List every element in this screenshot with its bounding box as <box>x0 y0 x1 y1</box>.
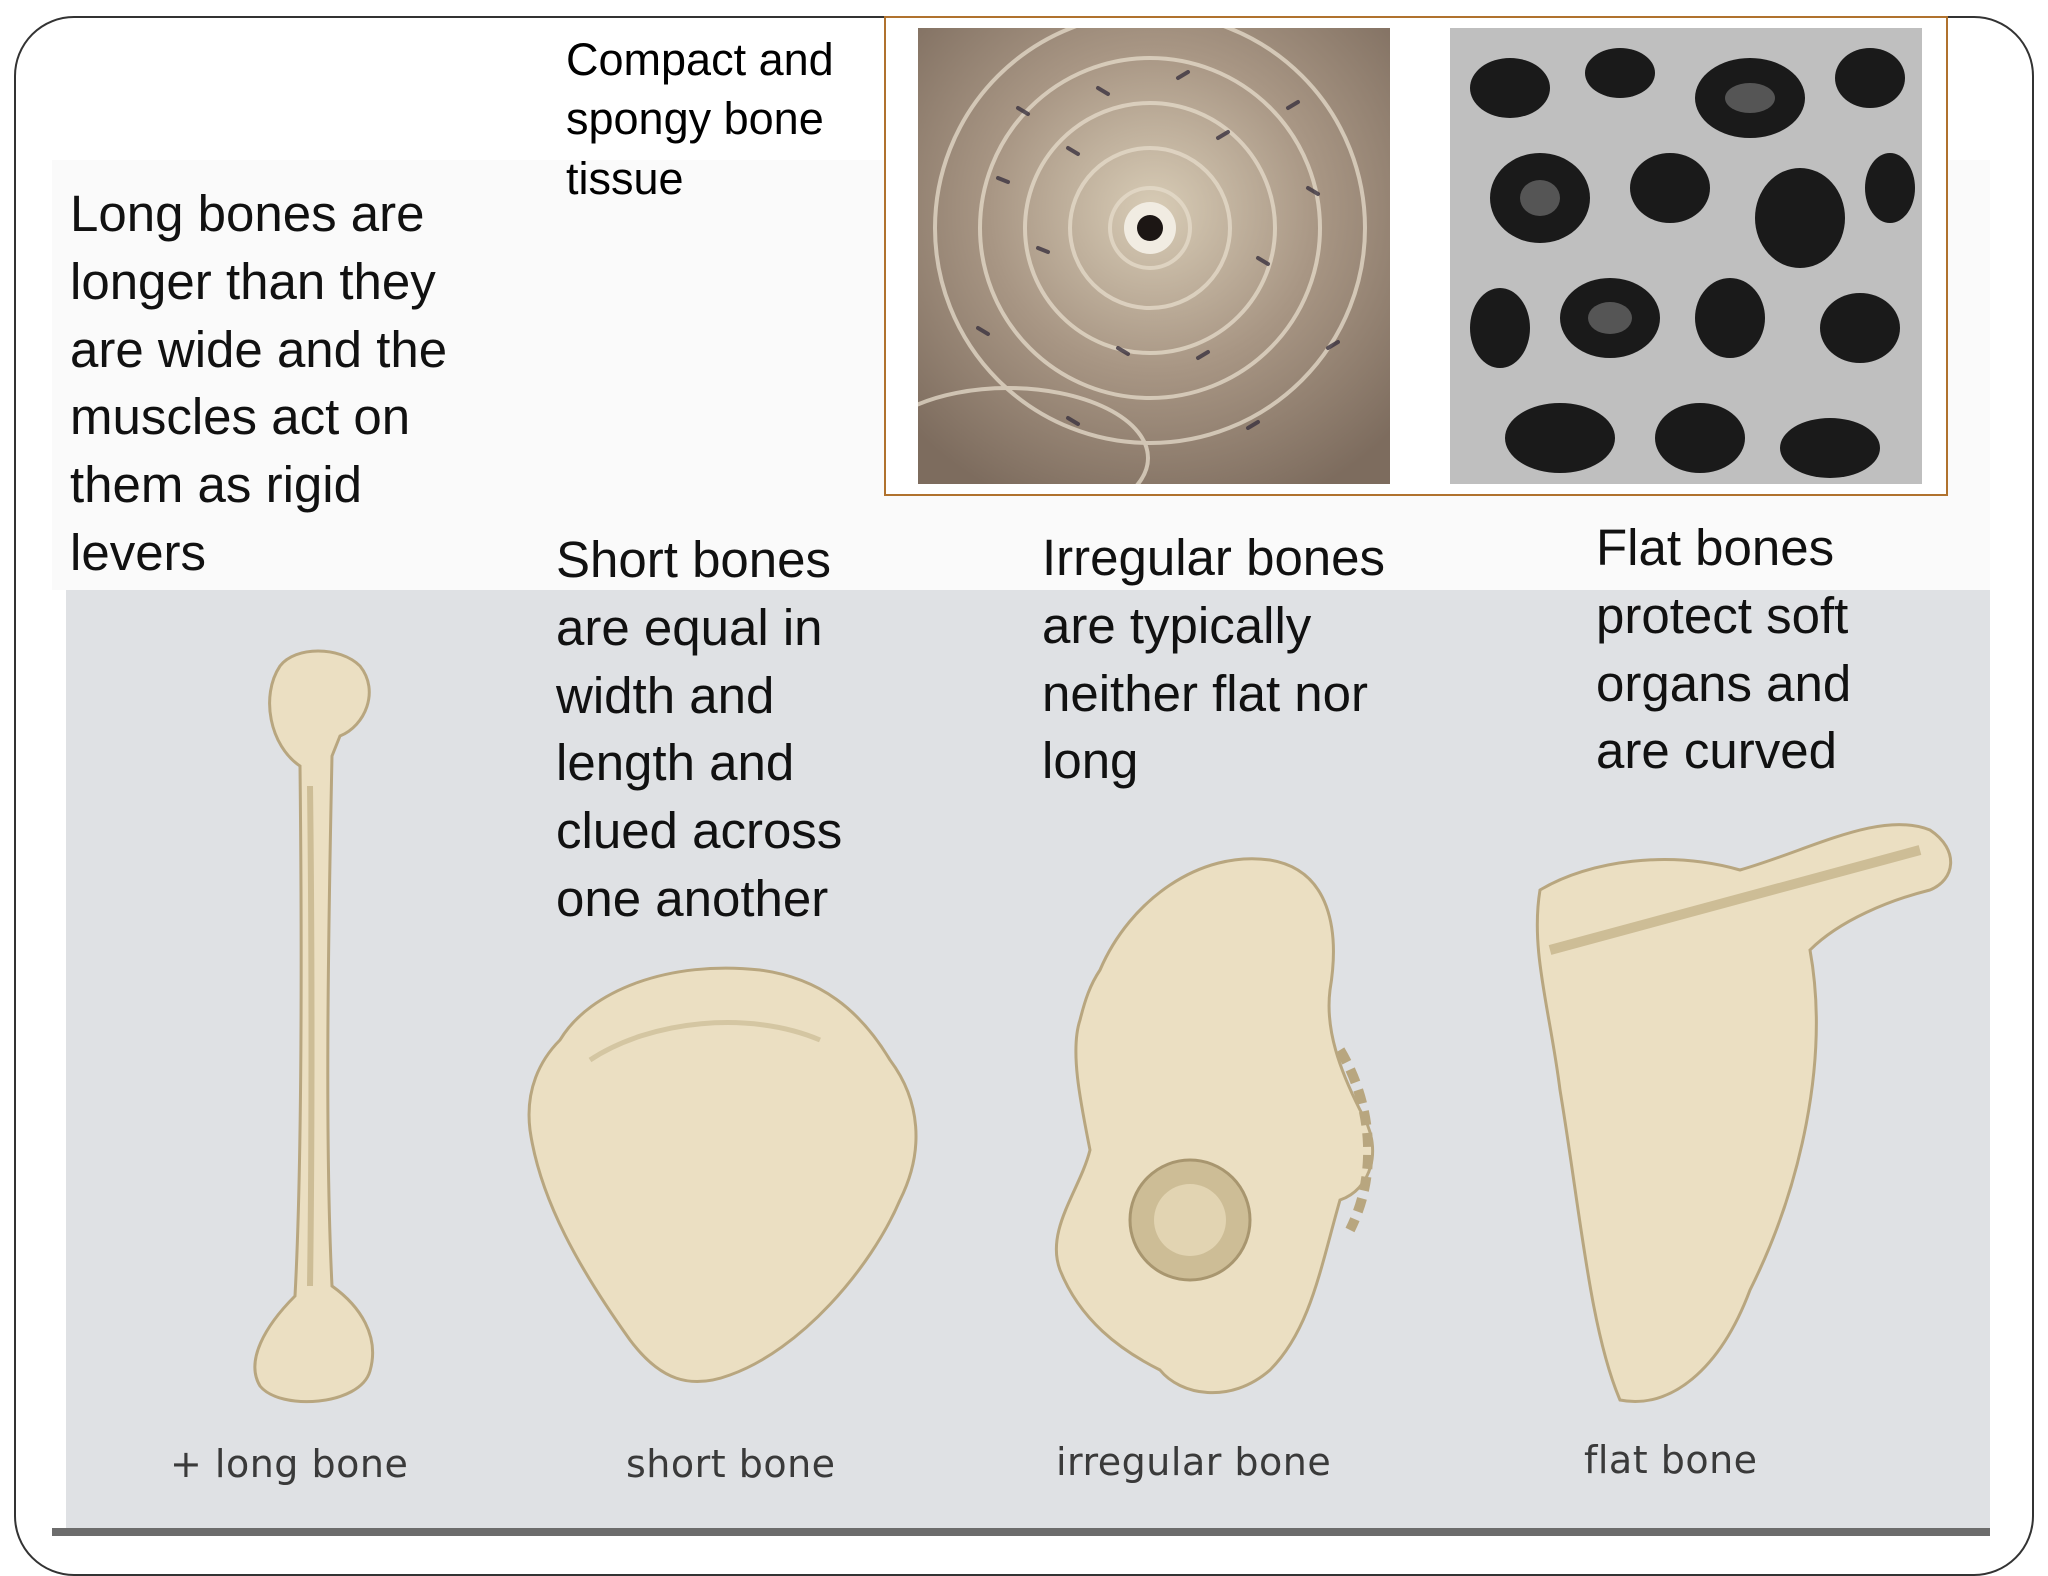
compact-bone-image <box>918 28 1390 484</box>
irregular-bones-description: Irregular bones are typically neither fl… <box>1042 529 1386 790</box>
tissue-images-frame <box>884 16 1948 496</box>
short-bones-description: Short bones are equal in width and lengt… <box>556 531 843 928</box>
flat-bones-description: Flat bones protect soft organs and are c… <box>1596 519 1852 780</box>
tissue-caption: Compact and spongy bone tissue <box>566 34 834 204</box>
bottom-divider <box>52 1528 1990 1536</box>
spongy-bone-image <box>1450 28 1922 484</box>
long-bone-label: + long bone <box>170 1442 409 1486</box>
flat-bone-label: flat bone <box>1584 1438 1758 1482</box>
long-bone-illustration <box>253 649 375 1404</box>
irregular-bone-illustration <box>1054 857 1375 1394</box>
flat-bone-illustration <box>1535 823 1953 1403</box>
short-bone-label: short bone <box>626 1442 836 1486</box>
irregular-bone-label: irregular bone <box>1056 1440 1332 1484</box>
short-bone-illustration <box>527 966 918 1383</box>
long-bones-description: Long bones are longer than they are wide… <box>70 185 448 582</box>
